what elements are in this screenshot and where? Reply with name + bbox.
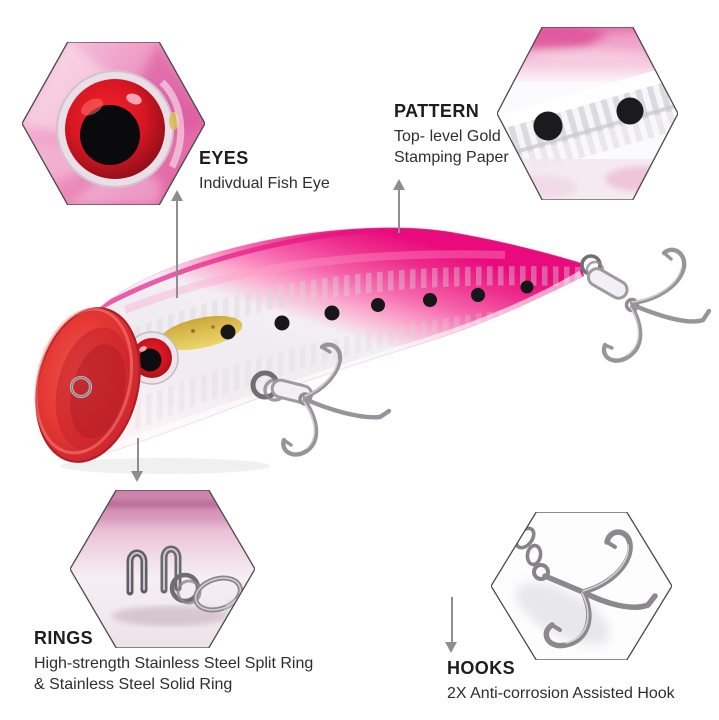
split-rings-photo: [69, 489, 256, 649]
rings-callout-title: RINGS: [34, 628, 94, 648]
arrow-line: [137, 438, 139, 472]
pattern-callout-description-line1: Top- level Gold: [394, 128, 501, 145]
belly-treble-hook: [250, 342, 392, 457]
up-arrow-icon: [393, 179, 405, 190]
rings-closeup-hexagon: [69, 489, 256, 653]
closeup-treble-hook: [514, 526, 658, 649]
eyes-callout: EYES Indivdual Fish Eye: [199, 148, 330, 194]
hooks-callout-title: HOOKS: [447, 658, 516, 678]
arrow-line: [176, 199, 178, 298]
arrow-line: [451, 597, 453, 643]
arrow-line: [398, 188, 400, 233]
pattern-callout-description-line2: Stamping Paper: [394, 149, 509, 166]
hooks-callout-description: 2X Anti-corrosion Assisted Hook: [447, 685, 675, 702]
hooks-callout: HOOKS 2X Anti-corrosion Assisted Hook: [447, 658, 675, 704]
pattern-closeup-hexagon: [496, 26, 679, 205]
pattern-callout: PATTERN Top- level Gold Stamping Paper: [394, 101, 509, 168]
pattern-callout-title: PATTERN: [394, 101, 480, 121]
rings-callout-description-line1: High-strength Stainless Steel Split Ring: [34, 655, 314, 672]
pattern-black-dot: [533, 111, 563, 141]
down-arrow-icon: [131, 471, 143, 482]
nose-ring-shadow: [70, 376, 92, 398]
popper-lure-illustration: [34, 227, 712, 474]
down-arrow-icon: [445, 642, 457, 653]
eyes-callout-description: Indivdual Fish Eye: [199, 175, 330, 192]
eye-closeup-hexagon: [21, 41, 206, 210]
hooks-closeup-hexagon: [490, 511, 673, 665]
body-black-dots: [220, 280, 534, 340]
rings-callout-description-line2: & Stainless Steel Solid Ring: [34, 676, 233, 693]
lure-mouth: [34, 307, 141, 463]
rings-callout: RINGS High-strength Stainless Steel Spli…: [34, 628, 313, 695]
lure-shadow: [60, 458, 270, 474]
tail-treble-hook: [580, 247, 712, 363]
lure-photo: [25, 215, 719, 480]
closeup-fish-eye: [56, 70, 185, 188]
treble-hook-photo: [490, 511, 673, 661]
eyes-callout-title: EYES: [199, 148, 249, 168]
pattern-black-dot: [616, 97, 644, 125]
up-arrow-icon: [171, 190, 183, 201]
gold-pattern-photo: [496, 26, 679, 201]
fish-eye-photo: [21, 41, 206, 206]
